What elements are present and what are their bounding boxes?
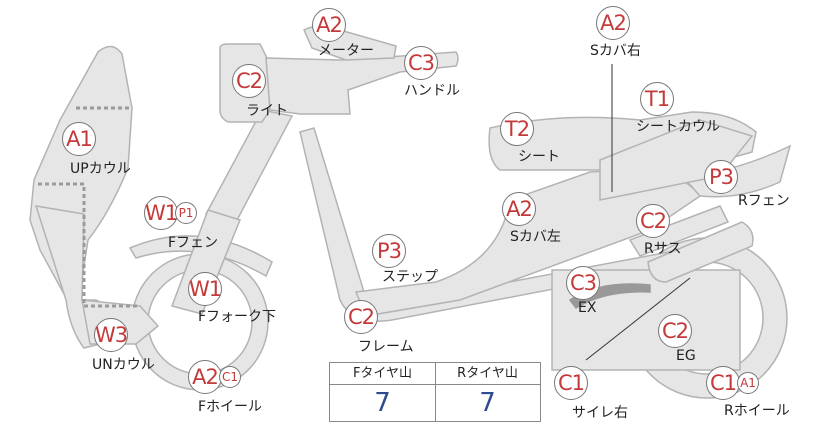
s-cover-left-grade: A2 xyxy=(502,192,536,226)
seat-grade-badge[interactable]: T2 xyxy=(500,112,534,146)
exhaust-grade-badge[interactable]: C3 xyxy=(566,266,600,300)
f-wheel-grade: A2 xyxy=(188,360,222,394)
exhaust-label: EX xyxy=(578,300,597,316)
seat-cowl-label: シートカウル xyxy=(636,119,720,135)
s-cover-right-grade: A2 xyxy=(596,6,630,40)
seat-label: シート xyxy=(518,149,560,165)
up-cowl-grade: A1 xyxy=(62,122,96,156)
f-fender-label: Fフェン xyxy=(168,235,219,251)
meter-grade-badge[interactable]: A2 xyxy=(312,8,346,42)
r-suspension-grade: C2 xyxy=(636,204,670,238)
seat-cowl-grade: T1 xyxy=(640,82,674,116)
step-label: ステップ xyxy=(382,269,438,285)
table-divider xyxy=(435,363,436,421)
r-fender-grade-badge[interactable]: P3 xyxy=(704,160,738,194)
seat-cowl-grade-badge[interactable]: T1 xyxy=(640,82,674,116)
s-cover-right-grade-badge[interactable]: A2 xyxy=(596,6,630,40)
f-wheel-grade-badge[interactable]: A2 C1 xyxy=(188,360,241,394)
light-label: ライト xyxy=(246,103,288,119)
rear-tire-header: Rタイヤ山 xyxy=(435,363,540,385)
f-fender-grade-badge[interactable]: W1 P1 xyxy=(144,196,197,230)
r-wheel-grade: C1 xyxy=(706,366,740,400)
s-cover-left-grade-badge[interactable]: A2 xyxy=(502,192,536,226)
handle-label: ハンドル xyxy=(404,83,460,99)
up-cowl-grade-badge[interactable]: A1 xyxy=(62,122,96,156)
step-grade-badge[interactable]: P3 xyxy=(372,234,406,268)
f-fender-grade: W1 xyxy=(144,196,178,230)
tire-tread-table: Fタイヤ山 Rタイヤ山 7 7 xyxy=(329,362,541,422)
s-cover-left-label: Sカバ左 xyxy=(510,229,561,245)
r-wheel-label: Rホイール xyxy=(724,403,790,419)
f-wheel-label: Fホイール xyxy=(198,399,263,415)
f-fork-label: Fフォーク下 xyxy=(198,309,277,325)
seat-grade: T2 xyxy=(500,112,534,146)
front-tire-value[interactable]: 7 xyxy=(374,388,391,418)
meter-label: メーター xyxy=(318,43,374,59)
f-fender-sub-grade: P1 xyxy=(175,202,197,224)
rear-tire-value[interactable]: 7 xyxy=(479,388,496,418)
muffler-right-label: サイレ右 xyxy=(572,405,628,421)
r-fender-label: Rフェン xyxy=(738,193,790,209)
engine-grade: C2 xyxy=(658,314,692,348)
un-cowl-label: UNカウル xyxy=(92,357,155,373)
un-cowl-grade-badge[interactable]: W3 xyxy=(94,318,128,352)
front-fender-shape xyxy=(128,235,273,278)
frame-label: フレーム xyxy=(358,339,414,355)
muffler-right-grade: C1 xyxy=(554,366,588,400)
engine-label: EG xyxy=(676,348,696,364)
exhaust-grade: C3 xyxy=(566,266,600,300)
muffler-right-grade-badge[interactable]: C1 xyxy=(554,366,588,400)
leader-muffler xyxy=(585,277,691,361)
r-wheel-grade-badge[interactable]: C1 A1 xyxy=(706,366,759,400)
step-grade: P3 xyxy=(372,234,406,268)
frame-grade: C2 xyxy=(344,300,378,334)
r-suspension-label: Rサス xyxy=(644,241,682,257)
engine-grade-badge[interactable]: C2 xyxy=(658,314,692,348)
un-cowl-grade: W3 xyxy=(94,318,128,352)
steering-column-shape xyxy=(204,109,294,223)
r-wheel-sub-grade: A1 xyxy=(737,372,759,394)
rear-suspension-shape xyxy=(628,205,730,257)
handle-grade: C3 xyxy=(404,46,438,80)
f-fork-grade-badge[interactable]: W1 xyxy=(188,272,222,306)
light-grade-badge[interactable]: C2 xyxy=(232,64,266,98)
meter-grade: A2 xyxy=(312,8,346,42)
frame-grade-badge[interactable]: C2 xyxy=(344,300,378,334)
f-fork-grade: W1 xyxy=(188,272,222,306)
front-tire-header: Fタイヤ山 xyxy=(330,363,435,385)
r-fender-grade: P3 xyxy=(704,160,738,194)
r-suspension-grade-badge[interactable]: C2 xyxy=(636,204,670,238)
up-cowl-label: UPカウル xyxy=(70,161,131,177)
handle-grade-badge[interactable]: C3 xyxy=(404,46,438,80)
f-wheel-sub-grade: C1 xyxy=(219,366,241,388)
light-grade: C2 xyxy=(232,64,266,98)
s-cover-right-label: Sカバ右 xyxy=(590,43,641,59)
